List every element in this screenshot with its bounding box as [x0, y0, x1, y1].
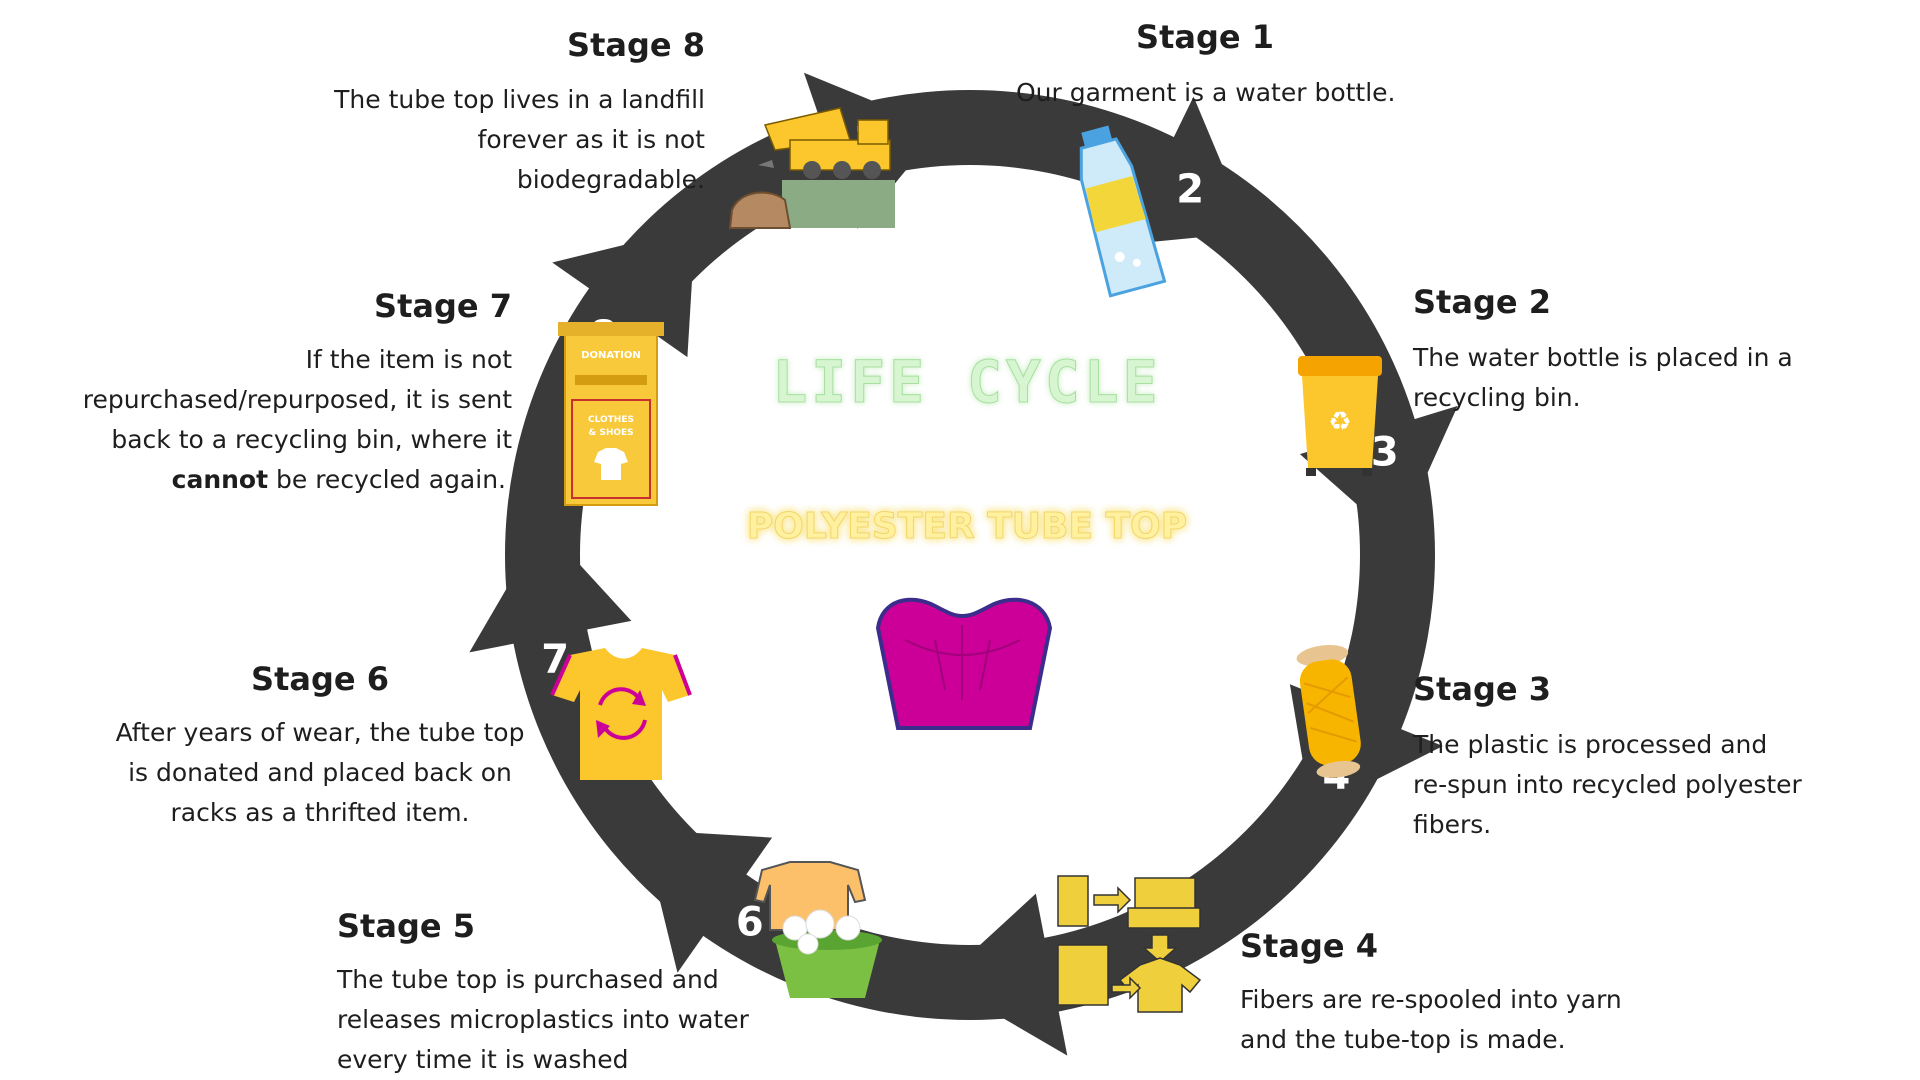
- stage-2-line-2: recycling bin.: [1413, 383, 1581, 412]
- stage-1-title: Stage 1: [1136, 18, 1274, 56]
- water-bottle-icon: [1079, 125, 1167, 298]
- stage-3-text: The plastic is processed and re-spun int…: [1413, 725, 1873, 845]
- life-cycle-title: LIFE CYCLE: [772, 348, 1161, 416]
- stage-8-line-1: The tube top lives in a landfill: [334, 85, 705, 114]
- stage-6-line-2: is donated and placed back on: [128, 758, 512, 787]
- donation-label: DONATION: [581, 350, 641, 361]
- stage-3-title: Stage 3: [1413, 670, 1551, 708]
- stage-3-line-2: re-spun into recycled polyester: [1413, 770, 1802, 799]
- arrowhead-5: [940, 893, 1068, 1056]
- cycle-ring: [469, 72, 1458, 1056]
- arrowhead-3: [1299, 405, 1458, 541]
- stage-2-text: The water bottle is placed in a recyclin…: [1413, 338, 1853, 418]
- stage-2-title: Stage 2: [1413, 283, 1551, 321]
- stage-4-line-2: and the tube-top is made.: [1240, 1025, 1566, 1054]
- stage-8-title: Stage 8: [567, 26, 705, 64]
- stage-6-text: After years of wear, the tube top is don…: [100, 713, 540, 833]
- landfill-truck-icon: [728, 107, 895, 229]
- stage-8-line-3: biodegradable.: [516, 165, 705, 194]
- stage-7-text: If the item is not repurchased/repurpose…: [40, 340, 512, 500]
- stage-7-title: Stage 7: [374, 287, 512, 325]
- stage-4-line-1: Fibers are re-spooled into yarn: [1240, 985, 1622, 1014]
- stage-7-bold-word: cannot: [171, 465, 269, 494]
- stage-3-line-1: The plastic is processed and: [1413, 730, 1768, 759]
- stage-7-line-2: repurchased/repurposed, it is sent: [82, 385, 512, 414]
- stage-5-line-2: releases microplastics into water: [337, 1005, 749, 1034]
- stage-6-line-1: After years of wear, the tube top: [115, 718, 525, 747]
- stage-5-title: Stage 5: [337, 907, 475, 945]
- stage-2-line-1: The water bottle is placed in a: [1413, 343, 1793, 372]
- arrowhead-6: [642, 829, 773, 973]
- stage-number-3: 3: [1371, 430, 1399, 476]
- svg-text:♻: ♻: [1328, 407, 1351, 437]
- washing-basin-icon: [753, 861, 882, 998]
- manufacturing-icon: [1057, 875, 1202, 1013]
- clothes-label: CLOTHES: [588, 415, 634, 425]
- stage-8-text: The tube top lives in a landfill forever…: [255, 80, 705, 200]
- stage-4-title: Stage 4: [1240, 927, 1378, 965]
- yarn-spool-icon: [1296, 644, 1361, 778]
- shoes-label: & SHOES: [588, 428, 633, 438]
- stage-7-line-3: back to a recycling bin, where it: [111, 425, 512, 454]
- arrowhead-7: [469, 525, 632, 653]
- ring-inner-area: [626, 211, 1314, 899]
- stage-5-line-1: The tube top is purchased and: [337, 965, 719, 994]
- thrift-shirt-icon: [550, 648, 692, 780]
- stage-number-2: 2: [1176, 167, 1204, 213]
- stage-3-line-3: fibers.: [1413, 810, 1492, 839]
- arrowhead-2: [1121, 96, 1251, 245]
- polyester-tube-top-title: POLYESTER TUBE TOP: [747, 506, 1187, 547]
- stage-4-text: Fibers are re-spooled into yarn and the …: [1240, 980, 1680, 1060]
- stage-7-line-1: If the item is not: [305, 345, 512, 374]
- stage-1-text: Our garment is a water bottle.: [1016, 78, 1396, 107]
- donation-box-icon: DONATION CLOTHES & SHOES: [558, 322, 664, 506]
- tube-top-icon: [875, 597, 1053, 730]
- stage-7-line-4-rest: be recycled again.: [268, 465, 506, 494]
- stage-6-title: Stage 6: [251, 660, 389, 698]
- stage-5-text: The tube top is purchased and releases m…: [337, 960, 787, 1080]
- stage-8-line-2: forever as it is not: [477, 125, 705, 154]
- stage-6-line-3: racks as a thrifted item.: [170, 798, 470, 827]
- stage-7-line-4: cannot be recycled again.: [40, 460, 512, 500]
- stage-number-6: 6: [736, 899, 764, 945]
- recycling-bin-icon: ♻: [1298, 356, 1382, 476]
- stage-5-line-3: every time it is washed: [337, 1045, 629, 1074]
